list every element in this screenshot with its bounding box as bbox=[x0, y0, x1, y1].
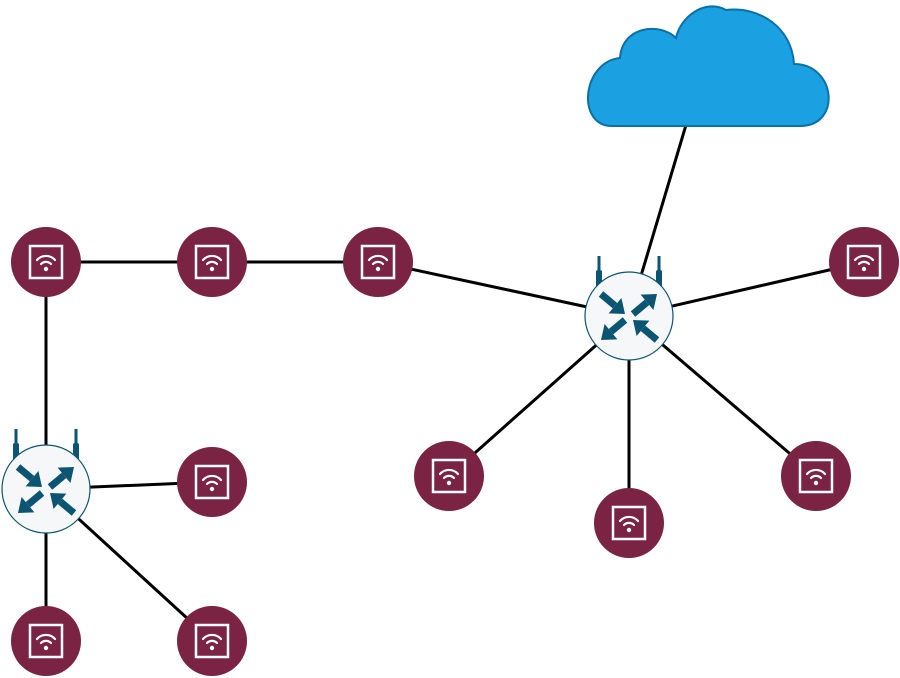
network-nodes bbox=[1, 5, 899, 676]
wifi-access-point-icon bbox=[594, 488, 664, 558]
router-2 bbox=[1, 429, 91, 534]
router-1 bbox=[584, 256, 674, 361]
wifi-access-point-icon bbox=[829, 227, 899, 297]
wireless-router-icon bbox=[1, 429, 91, 534]
wifi-access-point-icon bbox=[11, 606, 81, 676]
cloud-icon bbox=[587, 5, 830, 127]
ap-3 bbox=[343, 227, 413, 297]
wifi-access-point-icon bbox=[177, 227, 247, 297]
ap-7 bbox=[781, 441, 851, 511]
ap-10 bbox=[177, 606, 247, 676]
network-links bbox=[44, 124, 865, 643]
ap-5 bbox=[414, 441, 484, 511]
ap-6 bbox=[594, 488, 664, 558]
ap-9 bbox=[11, 606, 81, 676]
wireless-router-icon bbox=[584, 256, 674, 361]
wifi-access-point-icon bbox=[781, 441, 851, 511]
internet-cloud bbox=[587, 5, 830, 127]
ap-2 bbox=[177, 227, 247, 297]
wifi-access-point-icon bbox=[414, 441, 484, 511]
ap-8 bbox=[177, 447, 247, 517]
wifi-access-point-icon bbox=[177, 606, 247, 676]
wifi-access-point-icon bbox=[11, 227, 81, 297]
ap-4 bbox=[829, 227, 899, 297]
wifi-access-point-icon bbox=[177, 447, 247, 517]
wifi-access-point-icon bbox=[343, 227, 413, 297]
ap-1 bbox=[11, 227, 81, 297]
